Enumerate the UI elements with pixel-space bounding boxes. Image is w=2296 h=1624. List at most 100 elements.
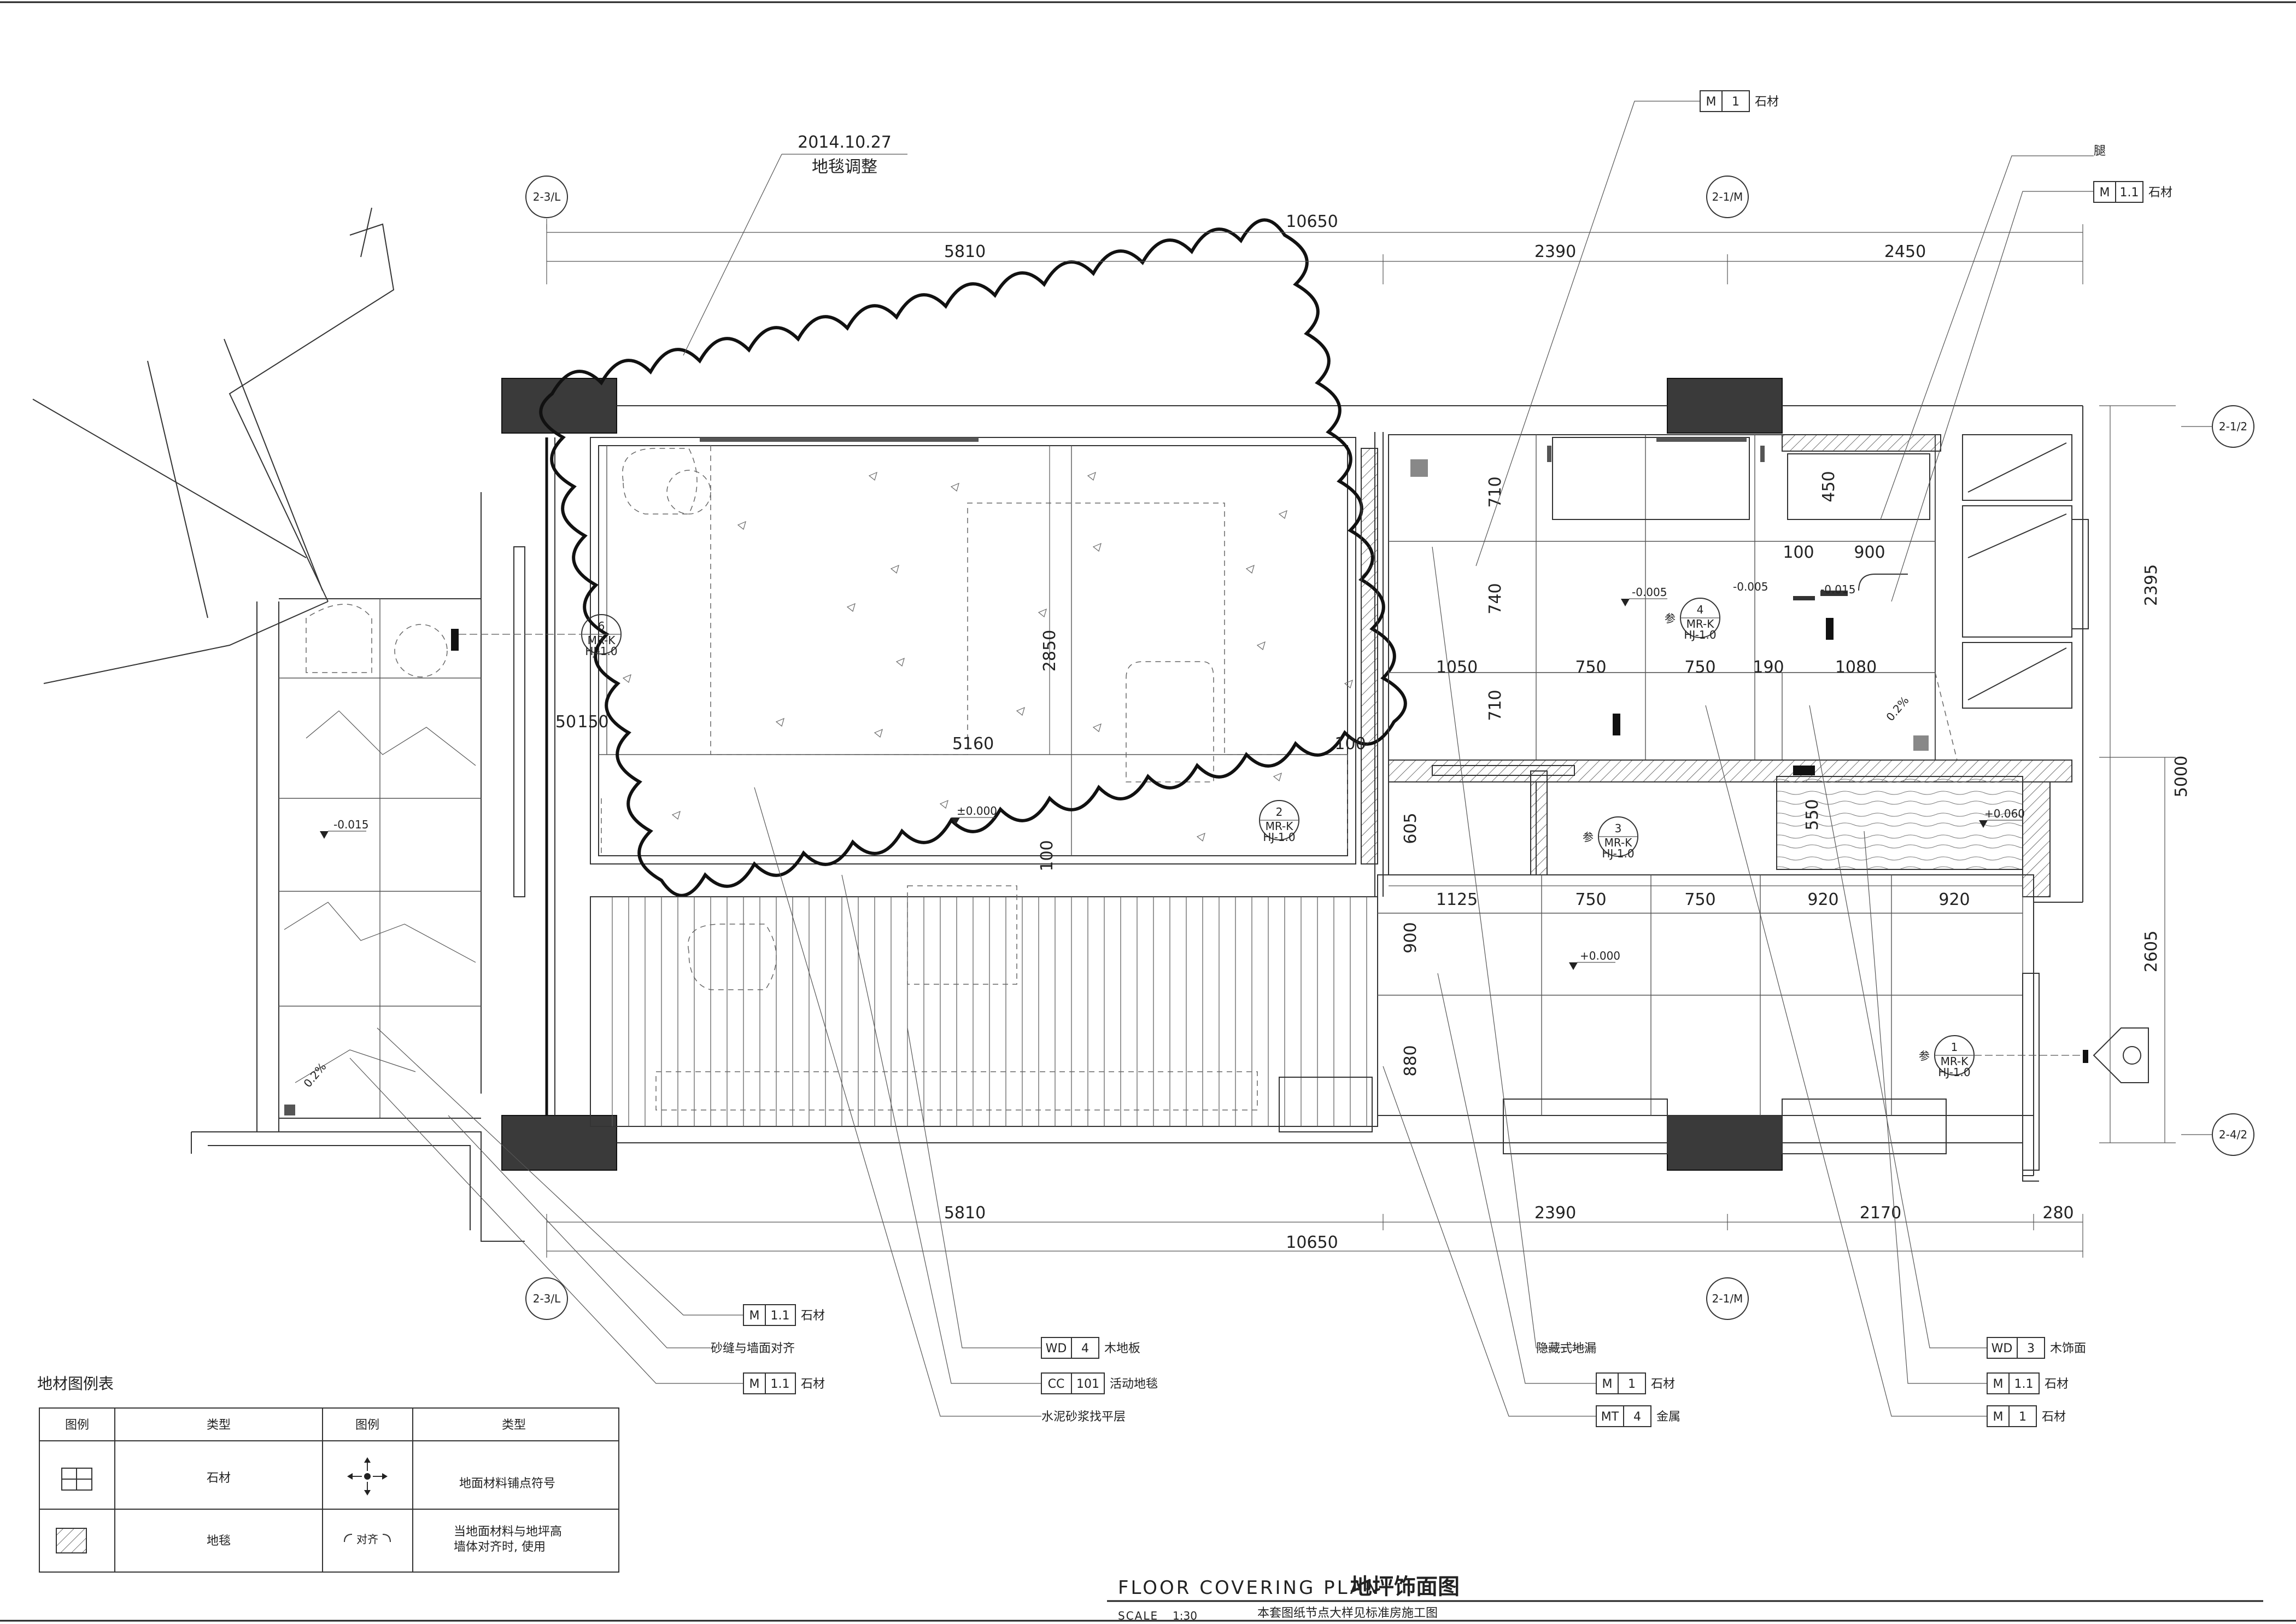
column-top-mid xyxy=(1667,378,1783,434)
level-mark: -0.005 xyxy=(1733,580,1768,593)
dim-bottom-total: 10650 xyxy=(1286,1233,1338,1252)
grid-bubbles: 2-3/L 2-1/M 2-1/2 2-3/L 2-1/M 2-4/2 xyxy=(525,176,2254,1320)
balcony-area xyxy=(32,207,525,1242)
dim-inner: 605 xyxy=(1401,813,1420,844)
dim-inner: 150 xyxy=(577,712,608,732)
dim-inner: 550 xyxy=(1803,799,1822,830)
inner-dimensions: 2850 5160 50 150 100 100 710 740 710 105… xyxy=(555,471,1970,1076)
title-zh: 地坪饰面图 xyxy=(1350,1574,1460,1599)
grid-bubble-label: 2-4/2 xyxy=(2219,1128,2247,1141)
dim-bottom-b: 2390 xyxy=(1534,1204,1576,1223)
dim-bottom-a: 5810 xyxy=(944,1204,986,1223)
dim-right-b: 2605 xyxy=(2142,931,2161,972)
section-mark-1: 1 MR-K HJ-1.0 参 xyxy=(1919,1027,2149,1083)
callout-top3: M 1.1 石材 xyxy=(2093,181,2172,203)
svg-text:木地板: 木地板 xyxy=(1104,1342,1140,1356)
callout-left3: M 1.1 石材 xyxy=(743,1372,825,1394)
svg-text:4: 4 xyxy=(1697,603,1704,616)
dim-inner: 5160 xyxy=(952,734,994,753)
grid-bubble xyxy=(525,176,568,218)
ref-prefix: 参 xyxy=(1583,831,1594,844)
dim-inner: 100 xyxy=(1038,840,1057,871)
carpet-edge-strip xyxy=(1361,448,1378,864)
svg-text:活动地毯: 活动地毯 xyxy=(1110,1377,1158,1391)
svg-text:M: M xyxy=(1993,1377,2004,1391)
grid-bubble xyxy=(1706,176,1749,218)
svg-text:石材: 石材 xyxy=(801,1377,825,1391)
legend-table: 地材图例表 图例 类型 图例 类型 石材 地面材料铺点符号 地毯 对齐 xyxy=(37,1375,619,1573)
section-mark-2: 2 MR-K HJ-1.0 xyxy=(1259,800,1299,844)
wood-floor-area xyxy=(590,885,1378,1132)
dim-inner: 2850 xyxy=(1040,630,1059,671)
legend-cell: 石材 xyxy=(207,1471,231,1485)
svg-text:1.1: 1.1 xyxy=(771,1309,790,1323)
callout-mid3-label: 水泥砂浆找平层 xyxy=(1041,1410,1126,1424)
svg-text:1.1: 1.1 xyxy=(2014,1377,2034,1391)
svg-text:6: 6 xyxy=(598,620,605,633)
revision-note: 地毯调整 xyxy=(812,157,877,177)
svg-text:HJ-1.0: HJ-1.0 xyxy=(1602,847,1634,860)
dim-inner: 900 xyxy=(1401,922,1420,953)
svg-text:MR-K: MR-K xyxy=(1266,820,1294,833)
legend-header: 类型 xyxy=(207,1418,231,1432)
callout-left1: M 1.1 石材 xyxy=(743,1304,825,1326)
carpet-symbol-icon xyxy=(56,1528,87,1553)
callout-mid1: WD 4 木地板 xyxy=(1041,1337,1140,1359)
svg-text:1.1: 1.1 xyxy=(2120,186,2139,200)
dim-right-a: 2395 xyxy=(2142,564,2161,606)
dim-top-total: 10650 xyxy=(1286,212,1338,231)
level-marks: -0.015 ±0.000 -0.005 -0.005 -0.015 +0.06… xyxy=(301,580,2025,1090)
callout-top1: M 1 石材 xyxy=(1700,90,1779,112)
svg-text:HJ-1.0: HJ-1.0 xyxy=(1684,628,1716,641)
svg-text:M: M xyxy=(2100,186,2110,200)
svg-text:MR-K: MR-K xyxy=(1941,1055,1969,1068)
svg-text:1: 1 xyxy=(1951,1041,1958,1054)
svg-text:M: M xyxy=(749,1309,760,1323)
dim-inner: 1125 xyxy=(1436,890,1478,909)
dim-inner: 710 xyxy=(1486,476,1505,507)
dim-inner: 710 xyxy=(1486,690,1505,721)
ref-prefix: 参 xyxy=(1919,1049,1930,1062)
svg-text:石材: 石材 xyxy=(2045,1377,2069,1391)
dim-inner: 1050 xyxy=(1436,658,1478,677)
dimension-lines xyxy=(546,224,2176,1258)
svg-text:石材: 石材 xyxy=(1755,95,1779,109)
legend-header: 图例 xyxy=(65,1418,89,1432)
level-mark: -0.015 xyxy=(1820,583,1855,596)
dim-inner: 100 xyxy=(1783,543,1814,562)
svg-text:MR-K: MR-K xyxy=(1686,617,1715,630)
scale-value: 1:30 xyxy=(1173,1609,1197,1622)
svg-text:M: M xyxy=(749,1377,760,1391)
grid-bubble-label: 2-1/M xyxy=(1712,190,1743,203)
legend-header: 类型 xyxy=(502,1418,526,1432)
grid-bubble-label: 2-3/L xyxy=(533,190,561,203)
svg-text:HJ-1.0: HJ-1.0 xyxy=(1938,1066,1970,1079)
revision-date: 2014.10.27 xyxy=(798,133,892,152)
dim-inner: 1080 xyxy=(1835,658,1877,677)
svg-text:3: 3 xyxy=(1615,822,1622,835)
legend-arrow-label: 对齐 xyxy=(356,1533,378,1546)
callout-r3: M 1 石材 xyxy=(1987,1405,2066,1427)
section-mark-4: 4 MR-K HJ-1.0 参 xyxy=(1665,598,1720,641)
svg-text:WD: WD xyxy=(1046,1342,1067,1356)
level-mark: -0.005 xyxy=(1632,586,1667,599)
callout-left2-label: 砂缝与墙面对齐 xyxy=(711,1342,795,1356)
ref-prefix: 参 xyxy=(1665,612,1676,625)
bedroom-carpet-area xyxy=(590,437,1356,864)
title-en: FLOOR COVERING PLAN xyxy=(1118,1577,1381,1599)
dim-inner: 50 xyxy=(555,712,576,732)
svg-text:HJ-1.0: HJ-1.0 xyxy=(1263,831,1295,844)
slope-mark: 0.2% xyxy=(1883,694,1911,723)
dim-top-a: 5810 xyxy=(944,242,986,261)
svg-text:3: 3 xyxy=(2027,1342,2035,1356)
callout-top2-label: 腿 xyxy=(2094,144,2106,158)
svg-text:CC: CC xyxy=(1048,1377,1065,1391)
svg-text:M: M xyxy=(1706,95,1717,109)
grid-bubble-label: 2-1/2 xyxy=(2219,420,2247,433)
dim-right-total: 5000 xyxy=(2172,756,2191,797)
svg-text:石材: 石材 xyxy=(801,1309,825,1323)
svg-text:HJ-1.0: HJ-1.0 xyxy=(585,645,617,658)
dim-top-c: 2450 xyxy=(1884,242,1926,261)
column-bottom-left xyxy=(501,1115,617,1171)
